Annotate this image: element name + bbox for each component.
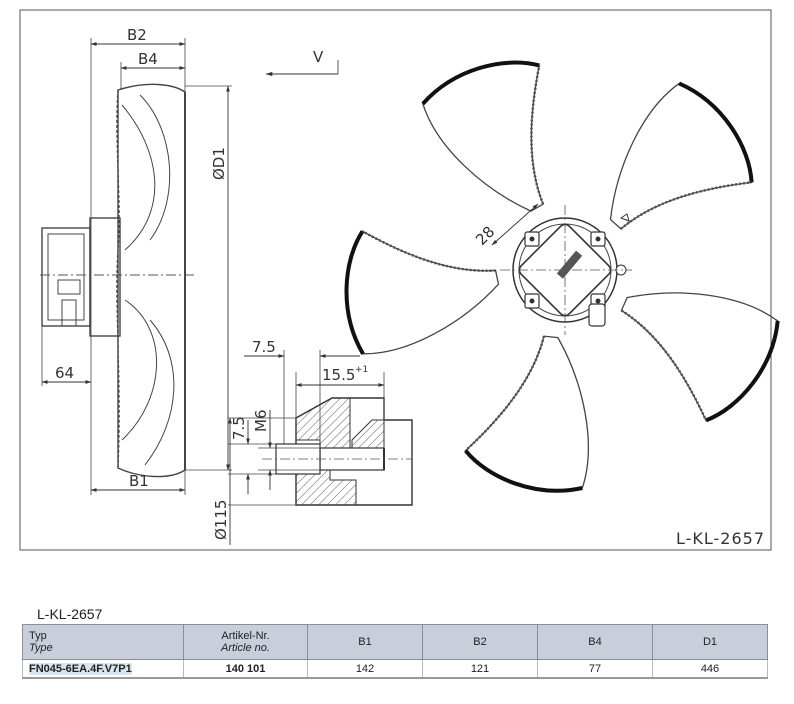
cell-b1: 142 (307, 659, 423, 679)
table-row: FN045-6EA.4F.V7P1 140 101 142 121 77 446 (22, 659, 768, 679)
dim-b4-label: B4 (138, 50, 158, 68)
dim-m6-label: M6 (252, 410, 270, 433)
dim-b2-label: B2 (127, 26, 147, 44)
cell-article: 140 101 (183, 659, 308, 679)
dim-64-label: 64 (55, 364, 74, 382)
fan-side-view (41, 83, 186, 478)
cell-type: FN045-6EA.4F.V7P1 (22, 659, 184, 679)
dimension-table: Typ Type Artikel-Nr. Article no. B1 B2 B… (22, 624, 768, 679)
dim-d115-label: Ø115 (212, 500, 230, 540)
col-type: Typ Type (22, 624, 184, 660)
col-article-de: Artikel-Nr. (221, 630, 270, 642)
dim-7-5-side-label: 7.5 (230, 416, 248, 440)
col-b4: B4 (537, 624, 653, 660)
dim-28-label: 28 (472, 223, 498, 249)
cell-d1: 446 (652, 659, 768, 679)
col-type-de: Typ (29, 630, 47, 642)
fan-front-view (330, 36, 787, 497)
col-b2: B2 (422, 624, 538, 660)
dim-7-5-top-label: 7.5 (252, 338, 276, 356)
table-header-row: Typ Type Artikel-Nr. Article no. B1 B2 B… (22, 624, 768, 660)
drawing-frame (19, 9, 772, 551)
cell-b2: 121 (422, 659, 538, 679)
cell-b4: 77 (537, 659, 653, 679)
col-article: Artikel-Nr. Article no. (183, 624, 308, 660)
col-article-en: Article no. (221, 642, 270, 654)
dim-b1-label: B1 (129, 472, 149, 490)
col-d1: D1 (652, 624, 768, 660)
table-caption: L-KL-2657 (37, 606, 103, 622)
col-type-en: Type (29, 642, 53, 654)
technical-drawing: B2 B4 B1 64 ØD1 V (19, 9, 787, 551)
col-b1: B1 (307, 624, 423, 660)
dim-15-5-label: 15.5 (322, 366, 355, 384)
drawing-code: L-KL-2657 (676, 529, 765, 548)
dim-d1-label: ØD1 (210, 147, 228, 180)
view-label: V (313, 48, 324, 66)
mounting-detail-section (262, 397, 413, 506)
dim-tolerance-label: +1 (355, 365, 368, 375)
